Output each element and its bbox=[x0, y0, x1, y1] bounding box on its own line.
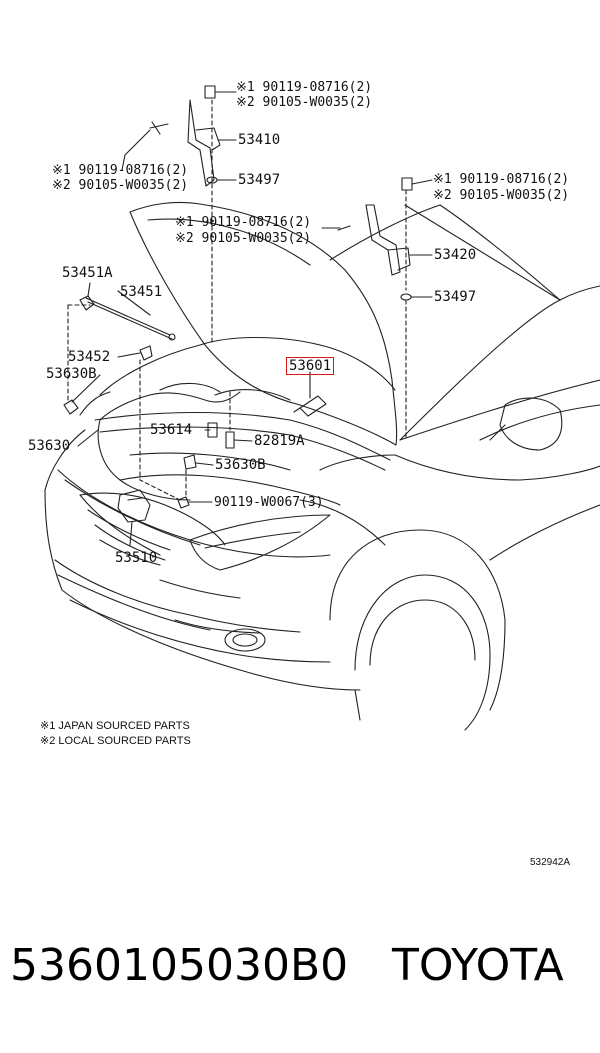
left-fastener-label-2: ※2 90105-W0035(2) bbox=[52, 178, 189, 193]
mid-fastener-label-1: ※1 90119-08716(2) bbox=[175, 215, 312, 230]
clip-b-left-label: 53630B bbox=[46, 366, 97, 382]
left-fastener-label-1: ※1 90119-08716(2) bbox=[52, 163, 189, 178]
lock-release-lever-label: 53601 bbox=[286, 357, 335, 375]
japan-sourced-note: ※1 JAPAN SOURCED PARTS bbox=[40, 720, 190, 732]
cushion-lh-label: 53497 bbox=[238, 172, 281, 188]
cushion-rh-label: 53497 bbox=[434, 289, 477, 305]
illustration-code: 532942A bbox=[530, 857, 571, 868]
right-fastener-label-1: ※1 90119-08716(2) bbox=[433, 172, 570, 187]
top-hinge-fastener-label-1: ※1 90119-08716(2) bbox=[236, 80, 373, 95]
support-rod-label: 53451 bbox=[120, 284, 163, 300]
mid-fastener-label-2: ※2 90105-W0035(2) bbox=[175, 231, 312, 246]
lever-bracket-label: 82819A bbox=[254, 433, 305, 449]
hinge-rh-label: 53420 bbox=[434, 247, 477, 263]
hinge-lh-label: 53410 bbox=[238, 132, 281, 148]
local-sourced-note: ※2 LOCAL SOURCED PARTS bbox=[40, 735, 191, 747]
hood-cushion-label: 53614 bbox=[150, 422, 193, 438]
hood-lock-label: 53510 bbox=[115, 550, 158, 566]
clip-b-center-label: 53630B bbox=[215, 457, 266, 473]
part-number: 5360105030B0 bbox=[10, 940, 349, 991]
rod-clamp-label: 53452 bbox=[68, 349, 111, 365]
vehicle-hood-illustration bbox=[44, 85, 600, 731]
brand-name: TOYOTA bbox=[392, 940, 564, 991]
top-hinge-fastener-label-2: ※2 90105-W0035(2) bbox=[236, 95, 373, 110]
right-fastener-label-2: ※2 90105-W0035(2) bbox=[433, 188, 570, 203]
parts-diagram: ※1 90119-08716(2) ※2 90105-W0035(2) 5341… bbox=[28, 80, 600, 868]
release-cable-label: 53630 bbox=[28, 438, 71, 454]
screw-label: 90119-W0067(3) bbox=[214, 495, 324, 510]
support-rod-holder-label: 53451A bbox=[62, 265, 113, 281]
